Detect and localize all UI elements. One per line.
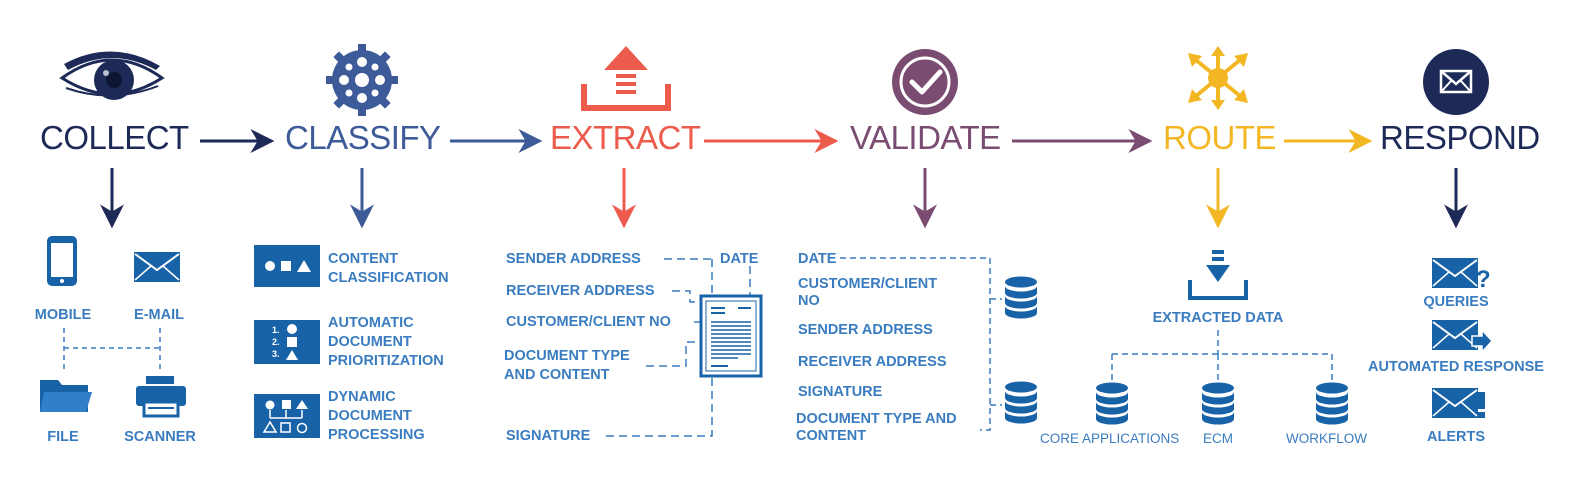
collect-connector [63,328,161,372]
email-icon [133,251,181,283]
workflow-label: WORKFLOW [1286,431,1367,446]
document-icon [699,294,763,378]
list-number: 2. [272,337,280,347]
core-applications-label: CORE APPLICATIONS [1040,431,1180,446]
route-connectors [1111,330,1333,380]
dynamic-processing-icon [254,394,320,438]
prioritization-icon: 1. 2. 3. [254,320,320,364]
gear-icon [326,44,398,116]
extract-customer-client-no: CUSTOMER/CLIENT NO [506,314,671,330]
extract-signature: SIGNATURE [506,428,591,444]
scanner-icon [136,376,186,418]
svg-text:?: ? [1476,266,1491,293]
stage-classify: CLASSIFY [285,119,441,156]
envelope-circle-icon [1423,49,1489,115]
stage-collect: COLLECT [40,119,189,156]
content-classification-label: CONTENT CLASSIFICATION [328,251,449,286]
download-tray-icon [1188,250,1248,300]
validate-signature: SIGNATURE [798,384,883,400]
extract-connectors [606,258,751,437]
database-icon [1202,382,1234,425]
validate-sender-address: SENDER ADDRESS [798,322,933,338]
alerts-label: ALERTS [1427,429,1485,445]
queries-label: QUERIES [1423,294,1489,310]
automatic-prioritization-label: AUTOMATIC DOCUMENT PRIORITIZATION [328,315,444,369]
file-label: FILE [47,429,79,445]
validate-connectors [840,257,1002,431]
extract-receiver-address: RECEIVER ADDRESS [506,283,655,299]
dynamic-processing-label: DYNAMIC DOCUMENT PROCESSING [328,389,425,443]
validate-document-type: DOCUMENT TYPE AND CONTENT [796,411,957,444]
ecm-label: ECM [1203,431,1233,446]
folder-icon [40,380,92,412]
scanner-label: SCANNER [124,429,196,445]
stage-extract: EXTRACT [550,119,701,156]
validate-date: DATE [798,251,837,267]
mobile-icon [47,236,77,286]
extract-date: DATE [720,251,759,267]
content-classification-icon [254,245,320,287]
route-arrows-icon [1188,46,1248,110]
extracted-data-label: EXTRACTED DATA [1152,310,1284,326]
extract-sender-address: SENDER ADDRESS [506,251,641,267]
eye-icon [59,51,165,100]
upload-tray-icon [581,46,671,111]
stage-respond: RESPOND [1380,119,1540,156]
envelope-question-icon: ? [1431,257,1491,293]
stage-route: ROUTE [1163,119,1277,156]
list-number: 1. [272,325,280,335]
mobile-label: MOBILE [34,307,92,323]
validate-receiver-address: RECEIVER ADDRESS [798,354,947,370]
database-icon [1005,276,1037,319]
checkmark-circle-icon [892,49,958,115]
envelope-alert-icon [1431,387,1485,419]
email-label: E-MAIL [134,307,184,323]
extract-document-type: DOCUMENT TYPE AND CONTENT [504,348,630,383]
list-number: 3. [272,349,280,359]
envelope-arrow-icon [1431,319,1494,354]
automated-response-label: AUTOMATED RESPONSE [1368,359,1544,375]
database-icon [1316,382,1348,425]
validate-customer-client-no: CUSTOMER/CLIENT NO [798,276,938,309]
database-icon [1096,382,1128,425]
stage-validate: VALIDATE [850,119,1001,156]
database-icon [1005,381,1037,424]
